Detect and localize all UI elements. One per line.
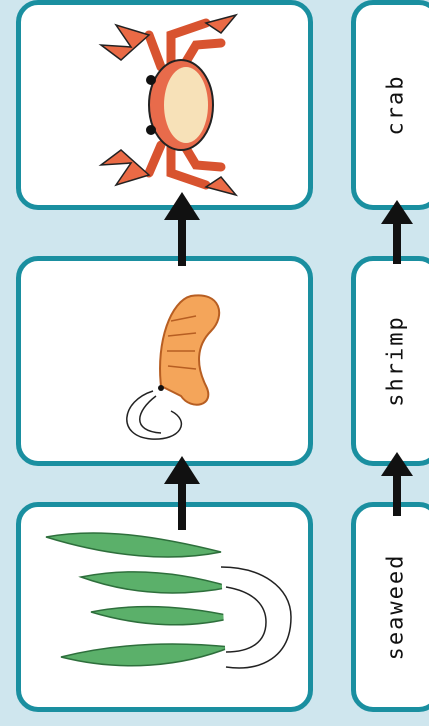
label-card-crab: crab bbox=[351, 0, 429, 210]
label-shrimp: shrimp bbox=[384, 315, 409, 406]
label-crab: crab bbox=[384, 75, 409, 136]
crab-icon bbox=[21, 5, 308, 205]
label-card-seaweed: seaweed bbox=[351, 502, 429, 712]
shrimp-icon bbox=[21, 261, 308, 461]
arrow-shrimp-to-crab bbox=[164, 192, 200, 266]
label-seaweed: seaweed bbox=[384, 554, 409, 661]
seaweed-card bbox=[16, 502, 313, 712]
crab-card bbox=[16, 0, 313, 210]
label-card-shrimp: shrimp bbox=[351, 256, 429, 466]
seaweed-icon bbox=[21, 507, 308, 707]
label-arrow-seaweed-to-shrimp bbox=[381, 452, 413, 516]
shrimp-card bbox=[16, 256, 313, 466]
label-arrow-shrimp-to-crab bbox=[381, 200, 413, 264]
arrow-seaweed-to-shrimp bbox=[164, 456, 200, 530]
